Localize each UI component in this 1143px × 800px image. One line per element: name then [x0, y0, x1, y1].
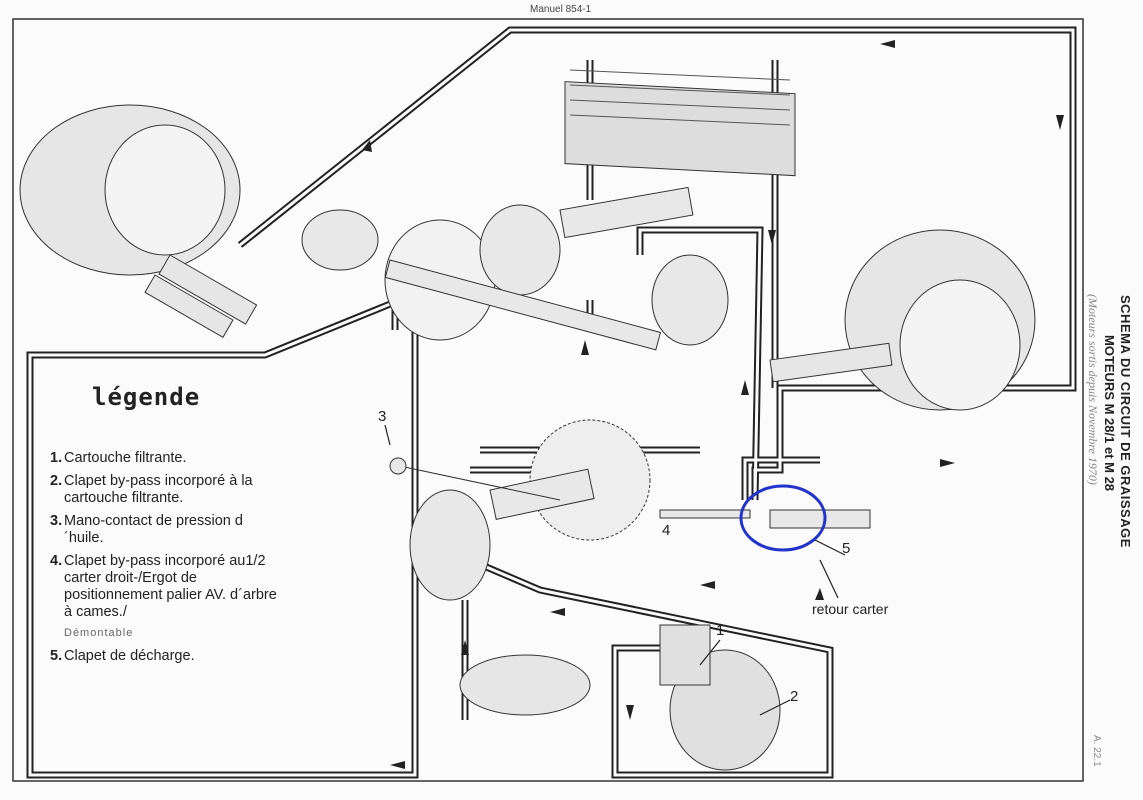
- arrow-icon: [815, 588, 824, 600]
- legend-item: 3.Mano-contact de pression d´huile.: [50, 513, 280, 547]
- legend-item: 2.Clapet by-pass incorporé à la cartouch…: [50, 473, 280, 507]
- relief-valve: [769, 509, 871, 529]
- arrow-icon: [461, 640, 469, 655]
- diagram-subtitle: MOTEURS M 28/1 et M 28: [1102, 335, 1117, 492]
- legend: 1.Cartouche filtrante. 2.Clapet by-pass …: [50, 450, 280, 671]
- legend-number: 2.: [50, 473, 63, 489]
- arrow-icon: [880, 40, 895, 48]
- diagram-title: SCHEMA DU CIRCUIT DE GRAISSAGE: [1118, 295, 1133, 548]
- cylinder-head-right: [769, 229, 1036, 411]
- arrow-icon: [700, 581, 715, 589]
- page-border: [12, 18, 1084, 782]
- camshaft-assembly: [389, 419, 871, 601]
- manual-reference: Manuel 854-1: [530, 4, 592, 15]
- arrow-icon: [626, 705, 634, 720]
- oil-filter: [659, 624, 781, 771]
- legend-text: Cartouche filtrante.: [64, 450, 187, 466]
- oil-cooler: [564, 69, 796, 177]
- arrow-icon: [390, 761, 405, 769]
- callout-2: 2: [790, 688, 799, 705]
- diagram-note: (Moteurs sortis depuis Novembre 1970): [1086, 294, 1100, 485]
- legend-text: Clapet by-pass incorporé au1/2 carter dr…: [64, 553, 277, 620]
- legend-note: Démontable: [64, 627, 134, 639]
- arrow-icon: [940, 459, 955, 467]
- arrow-icon: [581, 340, 589, 355]
- oil-pump: [459, 654, 591, 716]
- page-reference: A. 22.1: [1091, 735, 1102, 767]
- legend-number: 4.: [50, 553, 63, 569]
- callout-1: 1: [716, 622, 725, 639]
- arrow-icon: [741, 380, 749, 395]
- legend-number: 3.: [50, 513, 63, 529]
- callout-4: 4: [662, 522, 671, 539]
- legend-item: 4.Clapet by-pass incorporé au1/2 carter …: [50, 553, 280, 621]
- callout-3: 3: [378, 408, 387, 425]
- pressure-switch: [389, 457, 407, 475]
- legend-text: Clapet de décharge.: [64, 648, 195, 664]
- callout-5: 5: [842, 540, 851, 557]
- legend-number: 5.: [50, 648, 63, 664]
- arrow-icon: [362, 140, 372, 152]
- leader-lines: [384, 424, 846, 716]
- legend-number: 1.: [50, 450, 63, 466]
- crankshaft-assembly: [301, 186, 729, 351]
- legend-text: Clapet by-pass incorporé à la cartouche …: [64, 473, 253, 506]
- highlight-circle: [739, 484, 827, 552]
- arrow-icon: [1056, 115, 1064, 130]
- legend-title: légende: [92, 383, 201, 411]
- legend-item: 5.Clapet de décharge.: [50, 648, 280, 665]
- arrow-icon: [768, 230, 776, 245]
- arrow-icon: [550, 608, 565, 616]
- legend-text: Mano-contact de pression d´huile.: [64, 513, 243, 546]
- legend-item: 1.Cartouche filtrante.: [50, 450, 280, 467]
- return-to-crankcase-label: retour carter: [812, 601, 889, 617]
- cylinder-head-left: [19, 104, 258, 339]
